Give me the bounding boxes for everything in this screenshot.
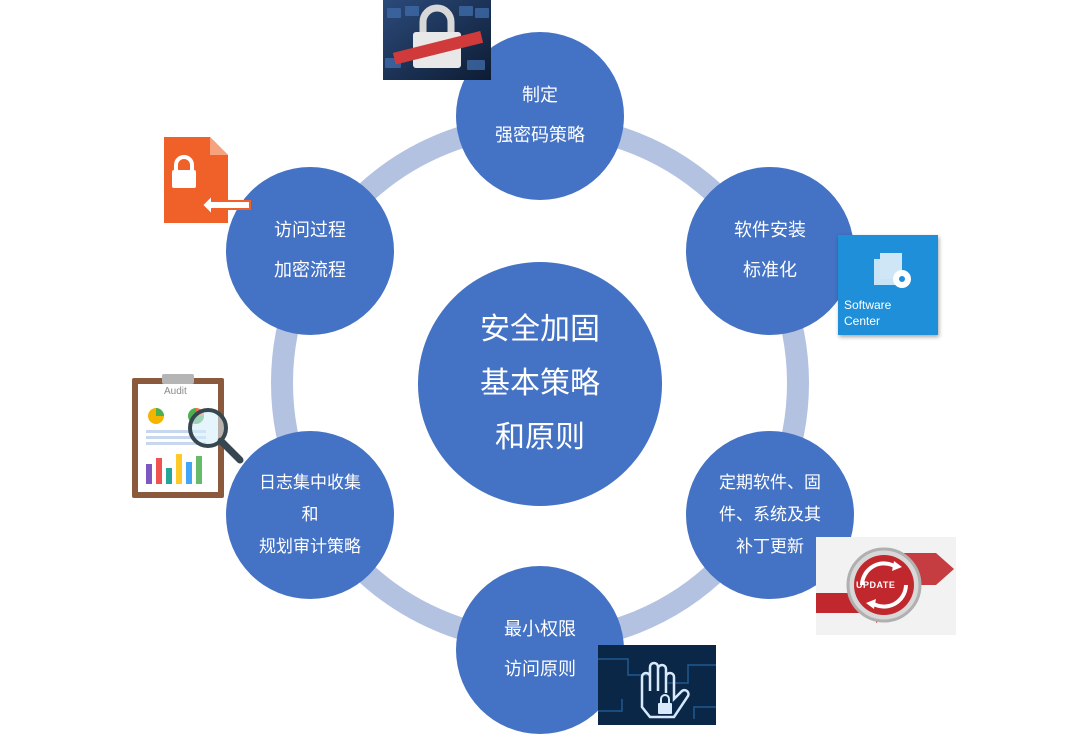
node-access-encryption: 访问过程 加密流程 xyxy=(226,167,394,335)
node-access-line-1: 最小权限 xyxy=(504,619,576,640)
node-audit-line-3: 规划审计策略 xyxy=(259,537,361,557)
software-center-label: Software Center xyxy=(844,297,891,329)
node-patch-line-3: 补丁更新 xyxy=(736,537,804,557)
center-circle: 安全加固 基本策略 和原则 xyxy=(418,262,662,506)
software-center-line-2: Center xyxy=(844,314,881,328)
node-log-audit: 日志集中收集 和 规划审计策略 xyxy=(226,431,394,599)
software-center-line-1: Software xyxy=(844,298,892,312)
hand-lock-icon xyxy=(598,645,716,725)
center-line-3: 和原则 xyxy=(495,420,585,455)
center-line-2: 基本策略 xyxy=(480,366,600,401)
node-access-line-2: 访问原则 xyxy=(504,659,576,680)
node-patch-update: 定期软件、固 件、系统及其 补丁更新 xyxy=(686,431,854,599)
encrypted-document-icon xyxy=(160,135,260,230)
node-encrypt-line-2: 加密流程 xyxy=(274,260,346,281)
node-software-line-1: 软件安装 xyxy=(734,220,806,241)
padlock-keyboard-icon xyxy=(383,0,491,80)
node-patch-line-1: 定期软件、固 xyxy=(719,473,821,493)
update-label: UPDATE xyxy=(856,580,896,590)
node-software-line-2: 标准化 xyxy=(743,260,797,281)
node-encrypt-line-1: 访问过程 xyxy=(274,220,346,241)
center-line-1: 安全加固 xyxy=(480,312,600,347)
node-software-standardization: 软件安装 标准化 xyxy=(686,167,854,335)
node-password-line-2: 强密码策略 xyxy=(495,125,585,146)
node-audit-line-2: 和 xyxy=(301,505,319,525)
audit-clipboard-icon: Audit xyxy=(130,372,255,502)
node-password-line-1: 制定 xyxy=(522,85,558,106)
node-patch-line-2: 件、系统及其 xyxy=(719,505,821,525)
node-audit-line-1: 日志集中收集 xyxy=(259,473,361,493)
node-least-privilege: 最小权限 访问原则 xyxy=(456,566,624,734)
software-center-icon: Software Center xyxy=(838,235,938,335)
audit-clipboard-title: Audit xyxy=(164,386,187,397)
update-icon: UPDATE xyxy=(816,537,956,635)
